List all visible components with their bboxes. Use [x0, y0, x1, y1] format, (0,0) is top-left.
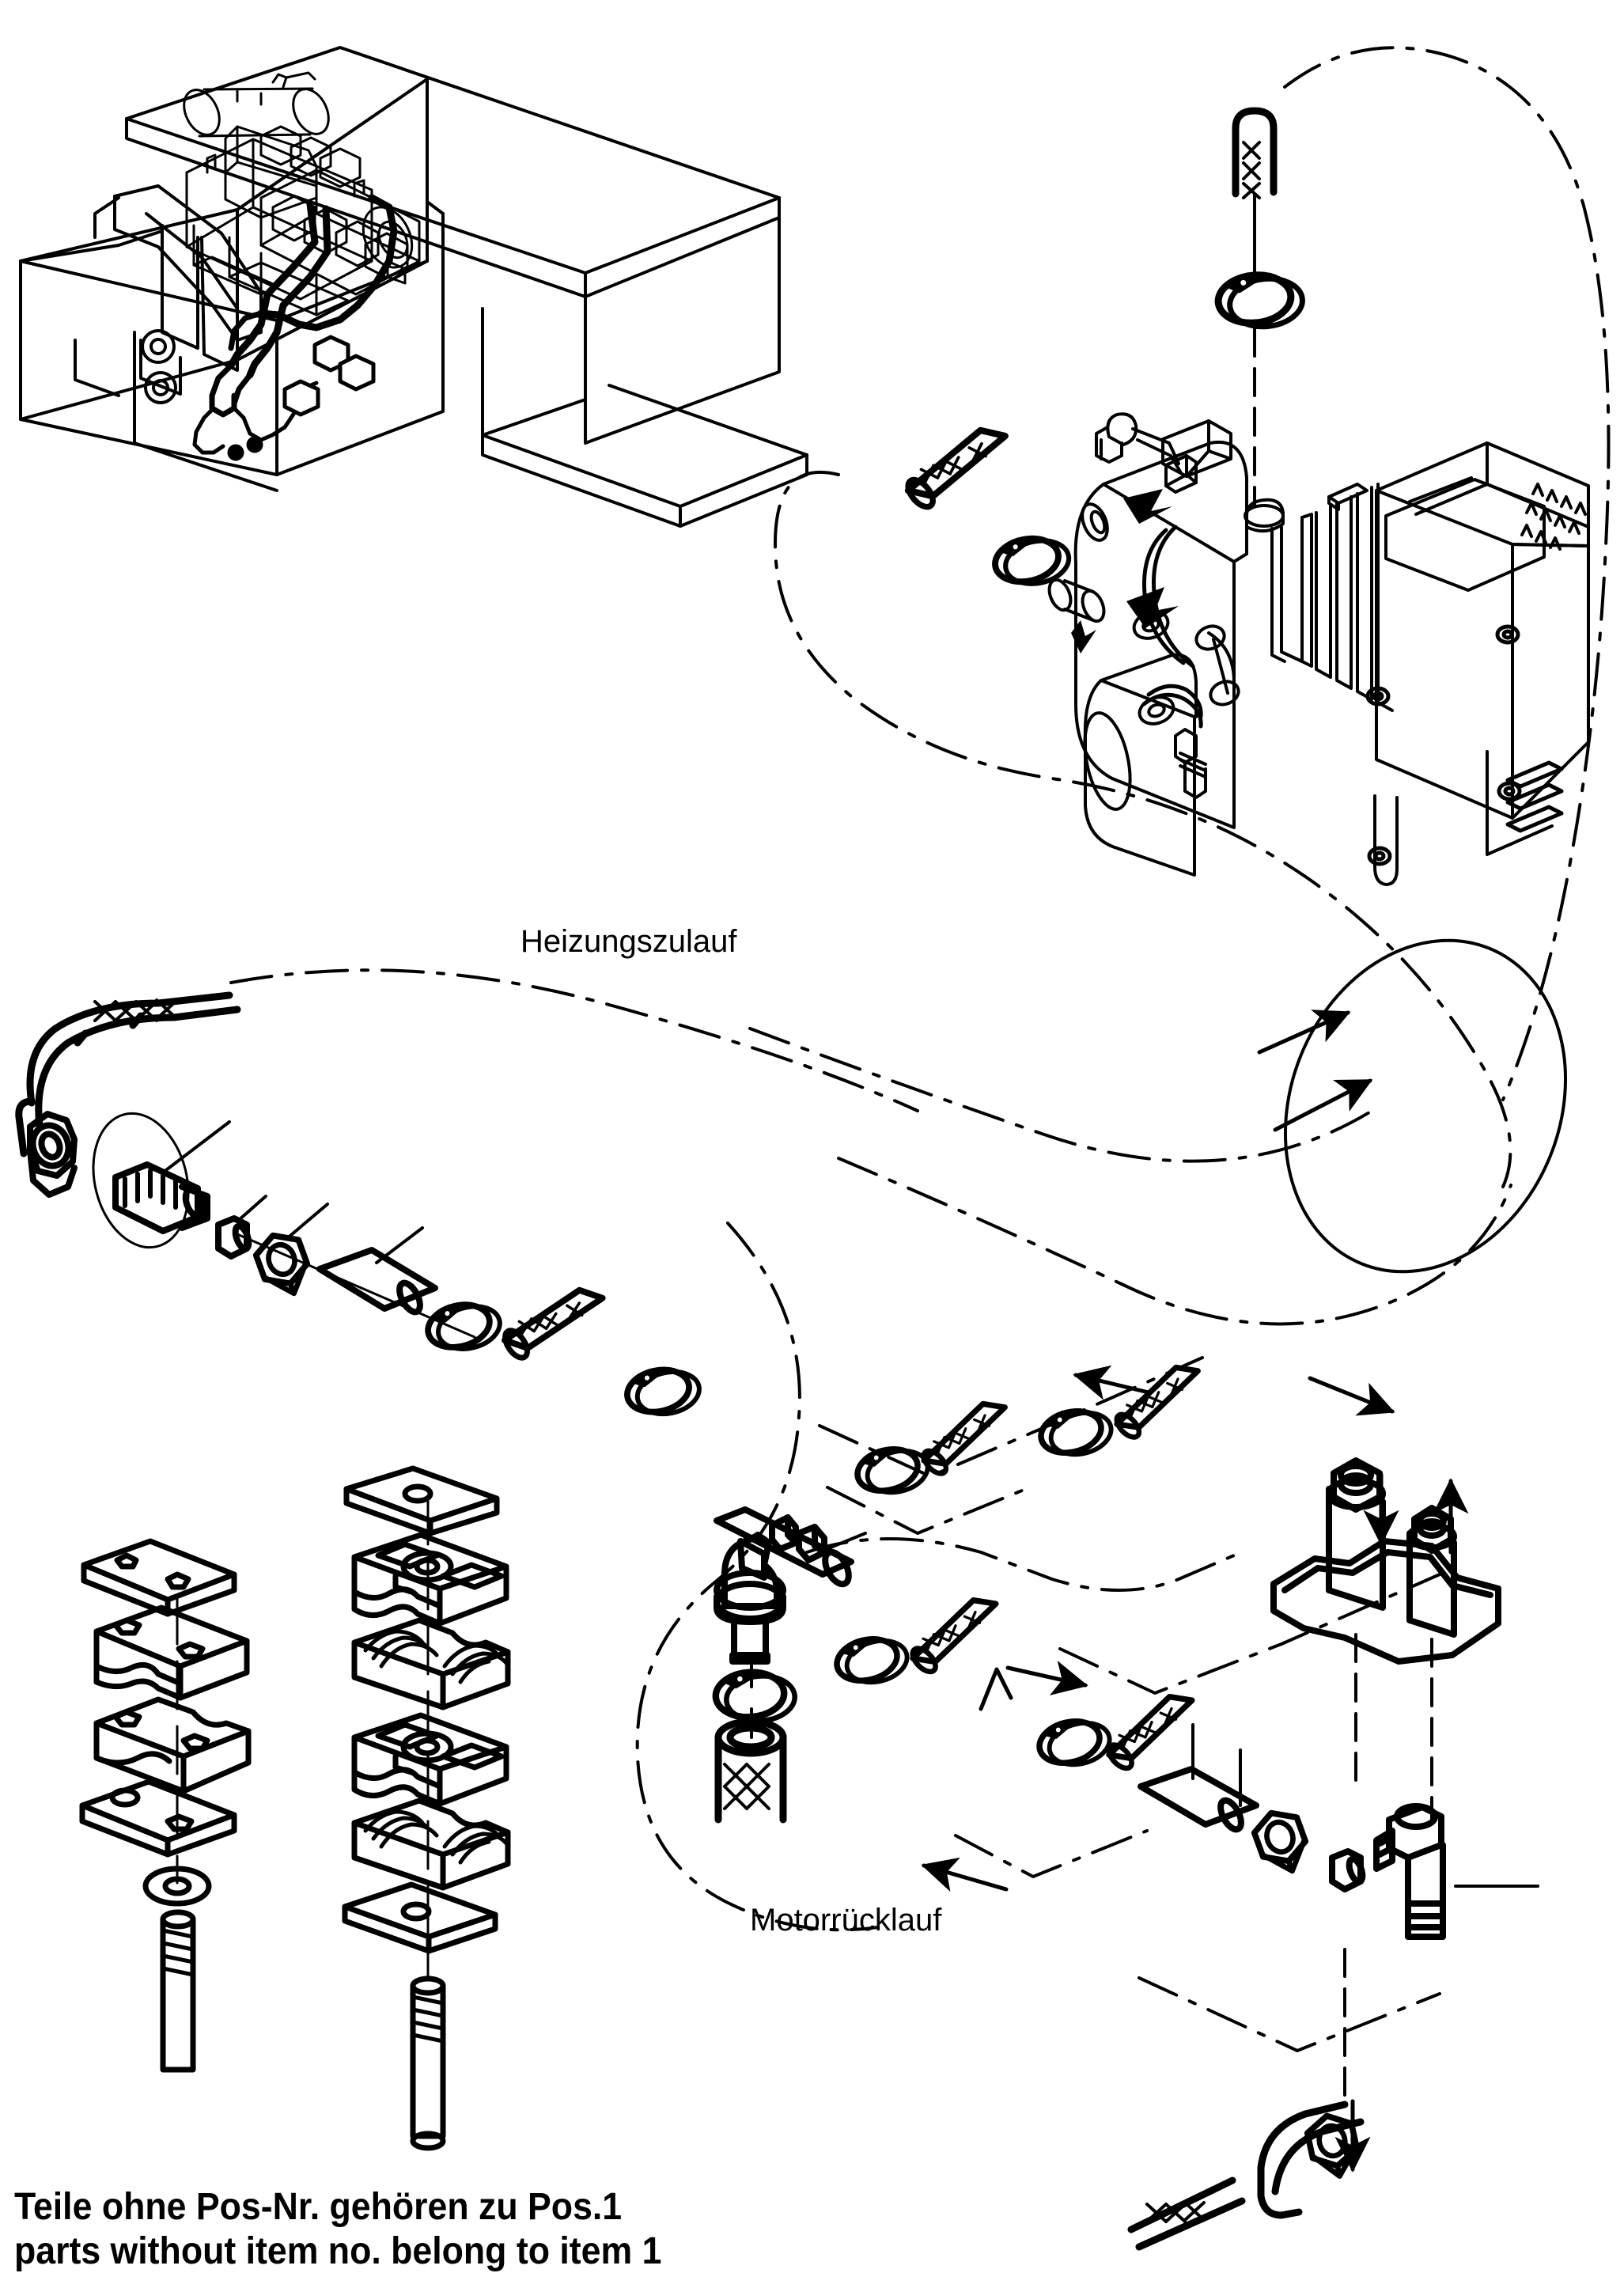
tee-branch-clamp [714, 1666, 797, 1724]
return-steel-tube [1138, 1766, 1259, 1833]
supply-threaded-nipple [112, 1161, 210, 1234]
footnote-line-en: parts without item no. belong to item 1 [14, 2230, 662, 2272]
label-heizungszulauf: Heizungszulauf [521, 924, 737, 959]
flow-arrows [921, 1010, 1469, 2173]
footnote-block: Teile ohne Pos-Nr. gehören zu Pos.1 part… [14, 2185, 661, 2273]
return-lower-elbow [1127, 2101, 1365, 2251]
return-angle-fitting [1373, 1803, 1446, 1940]
engine-connection-flange [1270, 1457, 1501, 1665]
mid-hose-b [1103, 1360, 1213, 1445]
supply-sealing-disc [92, 1112, 190, 1249]
supply-swivel-nut [27, 1111, 78, 1198]
supply-clamp-2 [623, 1360, 703, 1422]
machine-overview [19, 46, 808, 528]
mid-clamp-c [832, 1628, 912, 1691]
tee-branch-hose [714, 1718, 787, 1824]
footnote-line-de: Teile ohne Pos-Nr. gehören zu Pos.1 [14, 2186, 623, 2228]
supply-braided-hose-1 [494, 1286, 611, 1364]
supply-ferrule [215, 1215, 252, 1260]
supply-clamp-1 [423, 1294, 505, 1357]
pipe-clamp-single [79, 1538, 252, 2073]
supply-armoured-hose [15, 991, 241, 1157]
routing-loop-ellipse [1283, 938, 1568, 1274]
return-union-nut [1250, 1805, 1313, 1879]
routing-centerlines [229, 46, 1611, 2052]
mid-clamp-b [1036, 1400, 1116, 1463]
mid-hose-c [899, 1593, 1012, 1680]
pipe-clamp-double [342, 1465, 511, 2151]
worm-drive-clamp-top [1216, 267, 1305, 331]
label-motorruecklauf: Motorrücklauf [750, 1903, 942, 1938]
heater-inlet-hose [895, 423, 1020, 515]
mid-clamp-d [1035, 1710, 1115, 1773]
heater-unit [1047, 412, 1590, 886]
supply-steel-tube [316, 1247, 438, 1316]
hose-riser-top [1232, 107, 1278, 199]
tee-piece [714, 1506, 854, 1588]
drain-valve [714, 1532, 786, 1665]
return-ferrule [1329, 1848, 1366, 1892]
mid-clamp-a [853, 1438, 933, 1501]
mid-hose-d [1095, 1689, 1208, 1776]
